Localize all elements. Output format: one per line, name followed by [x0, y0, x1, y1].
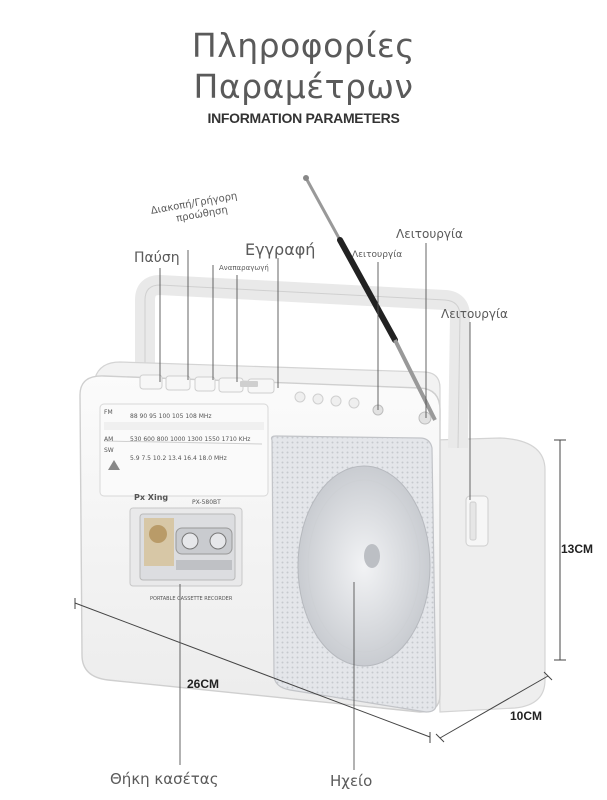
am-label: AM: [104, 436, 113, 443]
callout-cassette-holder: Θήκη κασέτας: [110, 770, 219, 788]
callout-function-small: Λειτουργία: [352, 250, 403, 260]
speaker-grille: [270, 435, 437, 713]
page-title-line1: Πληροφορίες: [191, 26, 416, 65]
telescopic-antenna: [303, 175, 437, 421]
cassette-window: [129, 507, 243, 587]
dimension-height: 13CM: [561, 542, 594, 556]
callout-function-side: Λειτουργία: [441, 307, 508, 321]
callout-function-top: Λειτουργία: [396, 227, 463, 241]
callout-speaker: Ηχείο: [330, 772, 373, 790]
model-label: PX-580BT: [192, 499, 221, 506]
sw-scale: 5.9 7.5 10.2 13.4 16.4 18.0 MHz: [130, 455, 227, 462]
sw-label: SW: [104, 447, 114, 454]
callout-pause: Παύση: [134, 250, 180, 266]
page-title-line2: Παραμέτρων: [193, 67, 414, 106]
am-scale: 530 600 800 1000 1300 1550 1710 KHz: [130, 436, 250, 443]
page-subtitle: INFORMATION PARAMETERS: [207, 110, 400, 126]
radio-body-side: [434, 437, 546, 713]
callout-playback: Αναπαραγωγή: [219, 264, 269, 272]
fm-label: FM: [104, 409, 113, 416]
dimension-length: 26CM: [187, 677, 220, 691]
fm-scale: 88 90 95 100 105 108 MHz: [130, 413, 212, 420]
callout-record: Εγγραφή: [245, 240, 316, 259]
dimension-depth: 10CM: [510, 709, 543, 723]
cassette-caption: PORTABLE CASSETTE RECORDER: [150, 596, 233, 602]
callout-lines: [159, 243, 471, 770]
tuning-panel: [99, 403, 269, 497]
cassette-control-buttons: [139, 374, 432, 425]
carry-handle: [135, 275, 470, 449]
dimension-lines: [74, 439, 566, 743]
brand-logo: Px Xing: [134, 493, 168, 502]
